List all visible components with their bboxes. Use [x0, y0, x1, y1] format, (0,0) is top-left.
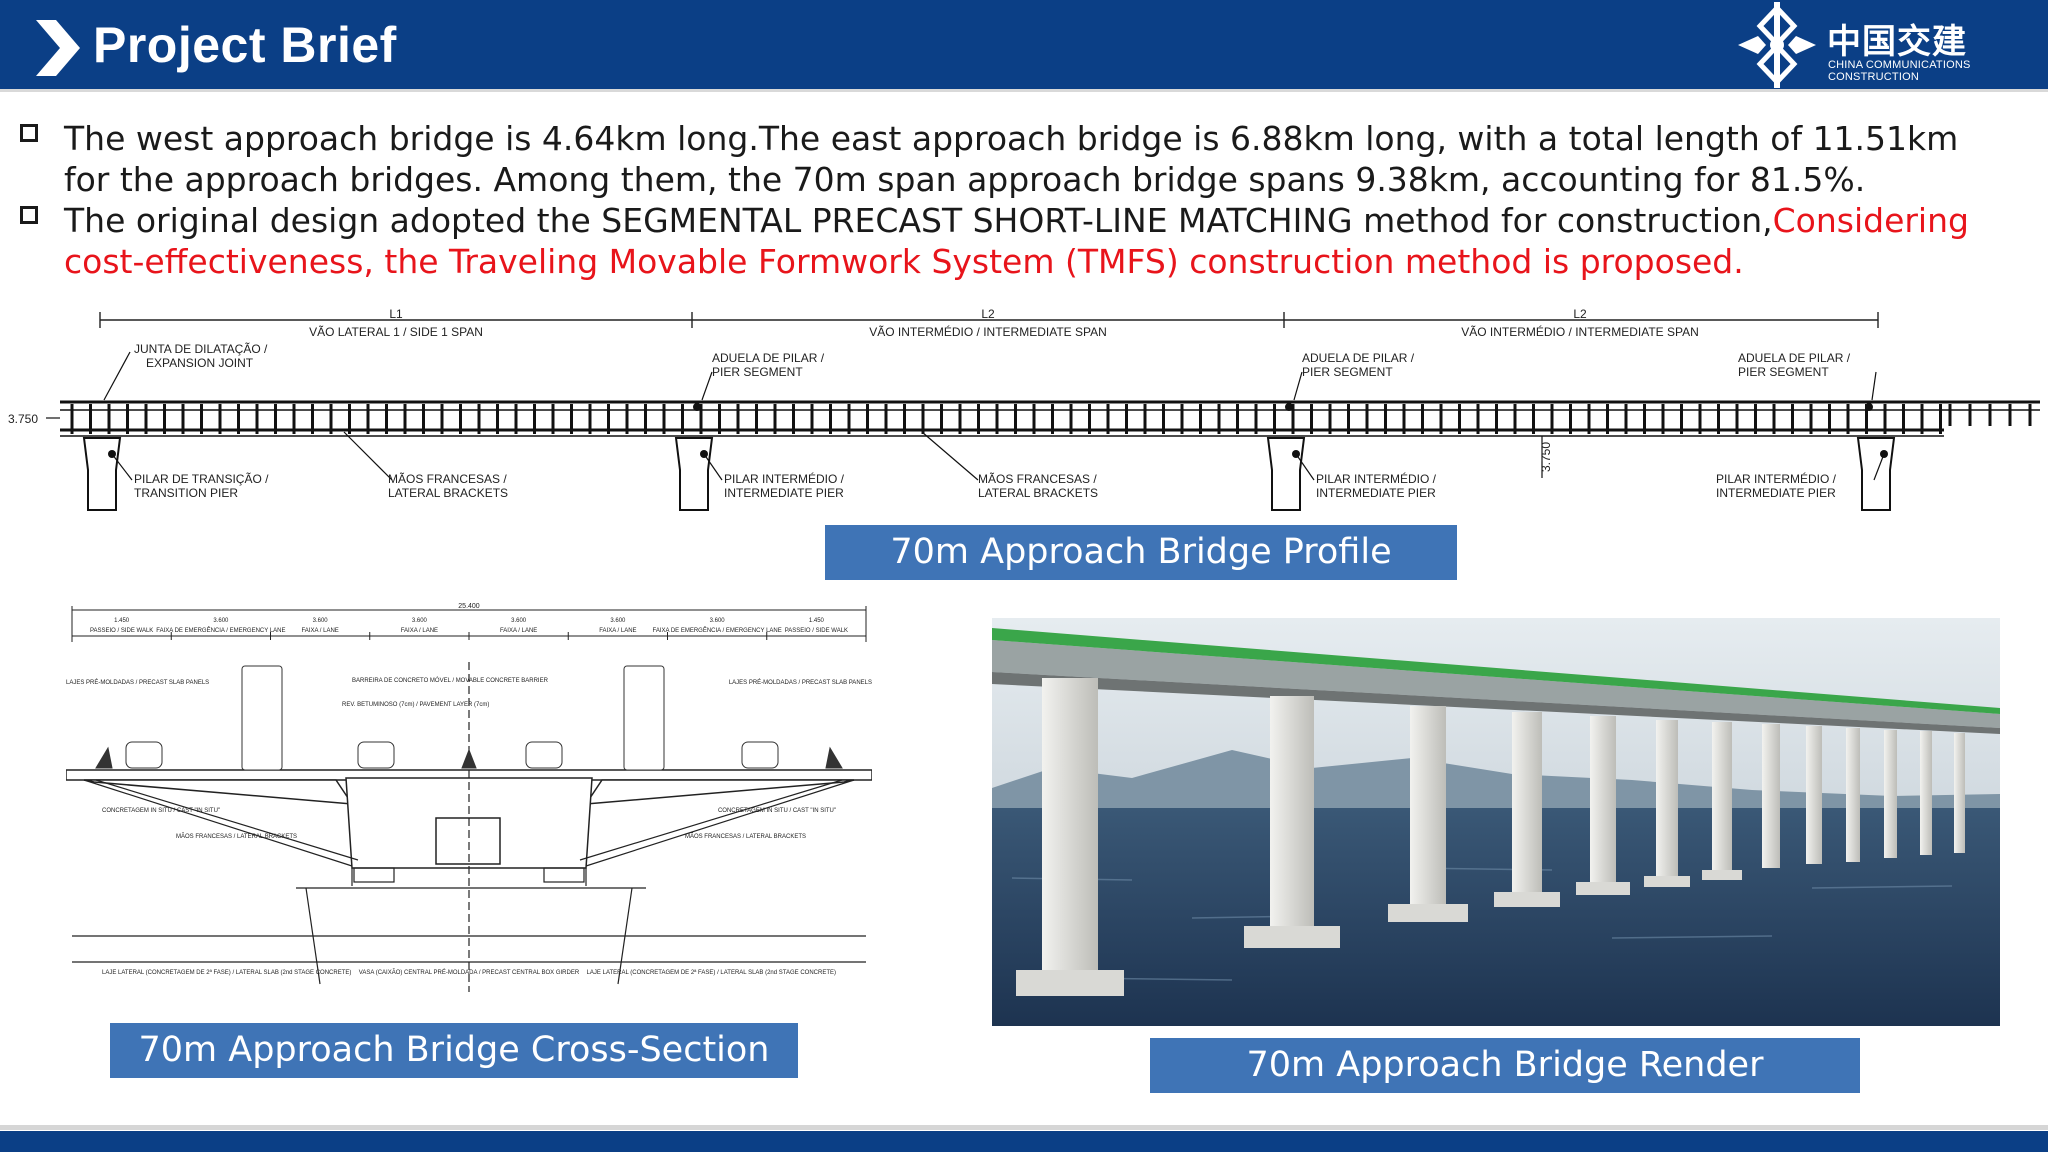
intermediate-pier-label-en: INTERMEDIATE PIER	[1316, 486, 1436, 500]
bullet-item: The west approach bridge is 4.64km long.…	[18, 118, 2008, 200]
intermediate-pier-label-pt: PILAR INTERMÉDIO /	[1716, 471, 1837, 486]
cast-in-situ-label: CONCRETAGEM IN SITU / CAST "IN SITU"	[718, 808, 836, 814]
dim-l1: L1	[389, 307, 403, 321]
dim-l2: L2	[981, 307, 995, 321]
pier-segment-label-en: PIER SEGMENT	[1738, 365, 1829, 379]
profile-caption: 70m Approach Bridge Profile	[825, 525, 1457, 580]
lane-label: PASSEIO / SIDE WALK	[90, 628, 153, 634]
footer-bar	[0, 1131, 2048, 1152]
header-bar: Project Brief 中国交建 CHINA COMMUNICATIONS …	[0, 0, 2048, 89]
bullet-text: The west approach bridge is 4.64km long.…	[64, 119, 1959, 199]
cross-section-caption: 70m Approach Bridge Cross-Section	[110, 1023, 798, 1078]
cast-in-situ-label: CONCRETAGEM IN SITU / CAST "IN SITU"	[102, 808, 220, 814]
lane-label: FAIXA / LANE	[500, 628, 537, 634]
pier-segment-label-en: PIER SEGMENT	[712, 365, 803, 379]
pier-segment-label-pt: ADUELA DE PILAR /	[1738, 351, 1851, 365]
pier-segment-label-en: PIER SEGMENT	[1302, 365, 1393, 379]
lane-label: FAIXA DE EMERGÊNCIA / EMERGENCY LANE	[156, 626, 285, 634]
precast-slab-label: LAJES PRÉ-MOLDADAS / PRECAST SLAB PANELS	[66, 679, 209, 686]
precast-slab-label: LAJES PRÉ-MOLDADAS / PRECAST SLAB PANELS	[729, 679, 872, 686]
lateral-brackets-label-en: LATERAL BRACKETS	[978, 486, 1098, 500]
central-box-label: VASA (CAIXÃO) CENTRAL PRÉ-MOLDADA / PREC…	[359, 969, 580, 976]
lane-label: FAIXA / LANE	[301, 628, 338, 634]
expansion-joint-label-en: EXPANSION JOINT	[146, 356, 254, 370]
span-label-side: VÃO LATERAL 1 / SIDE 1 SPAN	[309, 325, 483, 339]
chevron-right-icon	[36, 20, 80, 76]
span-label-intermediate: VÃO INTERMÉDIO / INTERMEDIATE SPAN	[1461, 324, 1699, 339]
footer-divider	[0, 1125, 2048, 1130]
lane-width-dimension: 3.600	[610, 618, 626, 624]
square-bullet-icon	[20, 206, 38, 224]
bridge-render-graphic	[992, 618, 2000, 1026]
lateral-brackets-label-en: LATERAL BRACKETS	[388, 486, 508, 500]
bullet-text: The original design adopted the SEGMENTA…	[64, 201, 1773, 240]
bridge-profile-drawing: L1 L2 L2 VÃO LATERAL 1 / SIDE 1 SPAN VÃO…	[8, 307, 2040, 511]
lane-width-dimension: 3.600	[313, 618, 329, 624]
lateral-brackets-label: MÃOS FRANCESAS / LATERAL BRACKETS	[685, 833, 806, 840]
lateral-brackets-label-pt: MÃOS FRANCESAS /	[978, 472, 1097, 486]
lateral-slab-label: LAJE LATERAL (CONCRETAGEM DE 2ª FASE) / …	[102, 969, 351, 976]
pavement-label: REV. BETUMINOSO (7cm) / PAVEMENT LAYER (…	[342, 702, 489, 708]
pier-segment-label-pt: ADUELA DE PILAR /	[1302, 351, 1415, 365]
lane-width-dimension: 1.450	[114, 618, 130, 624]
lane-width-dimension: 1.450	[809, 618, 825, 624]
height-dimension: 3.750	[1539, 442, 1553, 472]
page-title: Project Brief	[93, 17, 397, 73]
dim-l2: L2	[1573, 307, 1587, 321]
header-divider	[0, 89, 2048, 92]
transition-pier-label-pt: PILAR DE TRANSIÇÃO /	[134, 472, 269, 486]
logo-english-text: CHINA COMMUNICATIONS CONSTRUCTION	[1828, 59, 1971, 83]
pier-segment-label-pt: ADUELA DE PILAR /	[712, 351, 825, 365]
lane-label: PASSEIO / SIDE WALK	[785, 628, 848, 634]
lateral-slab-label: LAJE LATERAL (CONCRETAGEM DE 2ª FASE) / …	[587, 969, 836, 976]
company-logo: 中国交建 CHINA COMMUNICATIONS CONSTRUCTION	[1732, 2, 1982, 88]
logo-chinese-text: 中国交建	[1827, 22, 1967, 62]
intermediate-pier-label-pt: PILAR INTERMÉDIO /	[724, 471, 845, 486]
lane-width-dimension: 3.600	[511, 618, 527, 624]
intermediate-pier-label-en: INTERMEDIATE PIER	[724, 486, 844, 500]
bridge-render-image	[992, 618, 2000, 1026]
lateral-brackets-label: MÃOS FRANCESAS / LATERAL BRACKETS	[176, 833, 297, 840]
cccc-emblem-icon	[1738, 2, 1816, 88]
lane-width-dimension: 3.600	[213, 618, 229, 624]
lateral-brackets-label-pt: MÃOS FRANCESAS /	[388, 472, 507, 486]
square-bullet-icon	[20, 124, 38, 142]
intermediate-pier-label-pt: PILAR INTERMÉDIO /	[1316, 471, 1437, 486]
total-width-dimension: 25.400	[458, 603, 480, 610]
lane-width-dimension: 3.600	[412, 618, 428, 624]
bullet-highlight: Considering cost-effectiveness, the Trav…	[64, 201, 1969, 281]
lane-label: FAIXA DE EMERGÊNCIA / EMERGENCY LANE	[652, 626, 781, 634]
lane-label: FAIXA / LANE	[599, 628, 636, 634]
bullet-item: The original design adopted the SEGMENTA…	[18, 200, 2008, 282]
bullet-list: The west approach bridge is 4.64km long.…	[18, 118, 2008, 282]
barrier-label: BARREIRA DE CONCRETO MÓVEL / MOVABLE CON…	[352, 677, 549, 684]
transition-pier-label-en: TRANSITION PIER	[134, 486, 238, 500]
render-caption: 70m Approach Bridge Render	[1150, 1038, 1860, 1093]
height-dimension: 3.750	[8, 412, 38, 426]
lane-label: FAIXA / LANE	[401, 628, 438, 634]
lane-width-dimension: 3.600	[710, 618, 726, 624]
expansion-joint-label-pt: JUNTA DE DILATAÇÃO /	[134, 342, 268, 356]
span-label-intermediate: VÃO INTERMÉDIO / INTERMEDIATE SPAN	[869, 324, 1107, 339]
intermediate-pier-label-en: INTERMEDIATE PIER	[1716, 486, 1836, 500]
